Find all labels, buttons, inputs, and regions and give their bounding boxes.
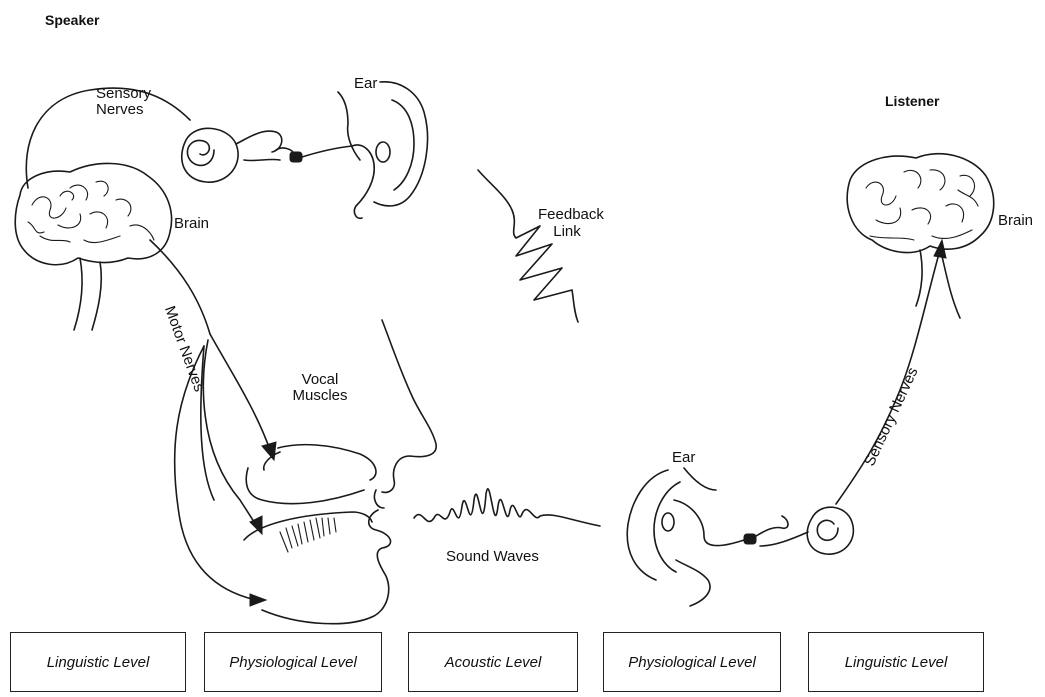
sound-waves (414, 489, 600, 526)
listener-brain (847, 154, 993, 318)
feedback-label-line1: Feedback (538, 207, 596, 223)
listener-cochlea (756, 507, 853, 554)
speaker-brain (15, 163, 171, 330)
level-box-physiological-listener: Physiological Level (603, 632, 781, 692)
level-box-linguistic-speaker: Linguistic Level (10, 632, 186, 692)
listener-ear-head (627, 468, 756, 606)
feedback-link-wave (478, 170, 578, 322)
vocal-muscles-label-line2: Muscles (284, 388, 356, 404)
feedback-label-line2: Link (538, 224, 596, 240)
speaker-cochlea (182, 128, 352, 182)
speaker-brain-label: Brain (174, 216, 209, 232)
speaker-title: Speaker (45, 12, 99, 28)
listener-sensory-nerve (836, 250, 940, 504)
listener-brain-label: Brain (998, 213, 1033, 229)
level-box-acoustic: Acoustic Level (408, 632, 578, 692)
listener-title: Listener (885, 93, 939, 109)
sensory-nerves-label-line2: Nerves (96, 102, 144, 118)
sound-waves-label: Sound Waves (446, 549, 539, 565)
vocal-muscles-label-line1: Vocal (284, 372, 356, 388)
speaker-ear-head (338, 82, 428, 219)
speaker-face (244, 320, 436, 624)
sensory-nerves-label-line1: Sensory (96, 86, 151, 102)
listener-ear-label: Ear (672, 450, 695, 466)
level-box-physiological-speaker: Physiological Level (204, 632, 382, 692)
speaker-ear-label: Ear (354, 76, 377, 92)
motor-nerves (150, 240, 276, 606)
level-box-linguistic-listener: Linguistic Level (808, 632, 984, 692)
